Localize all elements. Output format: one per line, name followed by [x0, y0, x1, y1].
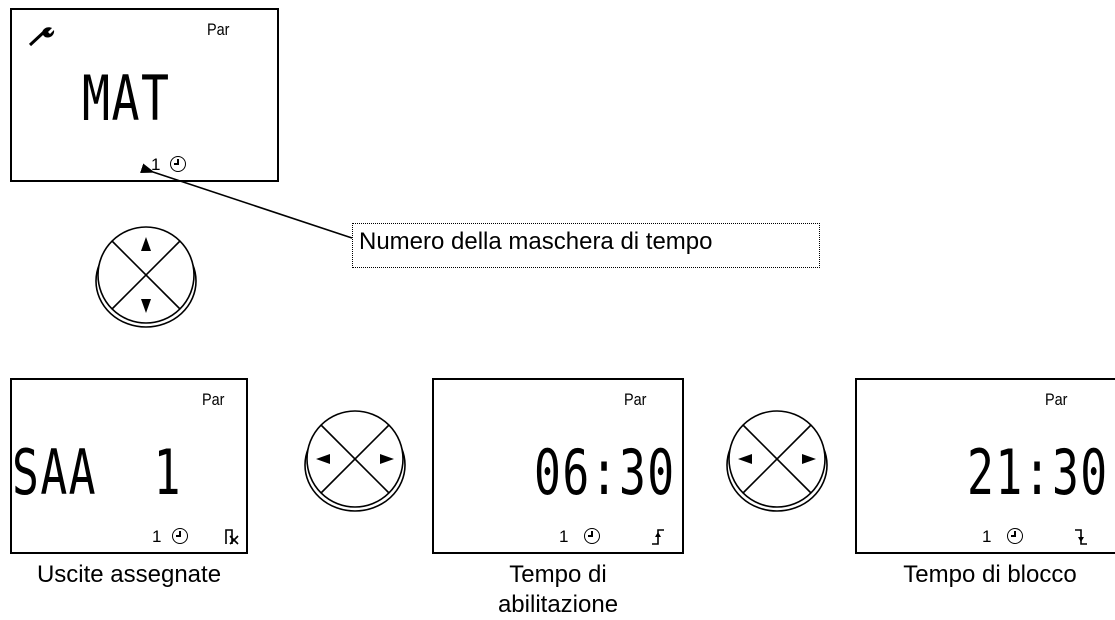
par-label: Par — [202, 390, 225, 409]
clock-icon — [1007, 528, 1023, 544]
left-arrow-icon — [738, 454, 752, 464]
mask-number-callout: Numero della maschera di tempo — [352, 223, 820, 268]
clock-icon — [172, 528, 188, 544]
mask-number: 1 — [152, 527, 162, 546]
block-time-caption: Tempo di blocco — [903, 561, 1077, 588]
block-time-display: Par 21:30 1 — [855, 378, 1115, 554]
callout-arrow — [140, 163, 353, 239]
segment-readout: MAT — [82, 62, 171, 135]
clock-icon — [170, 156, 186, 172]
right-arrow-icon — [380, 454, 394, 464]
down-arrow-icon — [141, 299, 151, 313]
assigned-outputs-caption: Uscite assegnate — [36, 561, 222, 588]
right-arrow-icon — [802, 454, 816, 464]
wrench-icon — [28, 27, 55, 47]
segment-readout: 21:30 — [967, 436, 1109, 509]
mask-number: 1 — [982, 527, 992, 546]
par-label: Par — [1045, 390, 1068, 409]
par-label: Par — [207, 20, 230, 39]
rising-edge-icon — [652, 529, 664, 545]
mask-number: 1 — [559, 527, 569, 546]
left-right-nav-pad[interactable] — [722, 407, 832, 515]
top-lcd-display: Par MAT 1 — [10, 8, 279, 182]
left-right-nav-pad[interactable] — [300, 407, 410, 515]
enable-time-caption: Tempo di abilitazione — [497, 561, 619, 618]
up-arrow-icon — [141, 237, 151, 251]
left-arrow-icon — [316, 454, 330, 464]
assigned-outputs-icon — [225, 529, 239, 545]
falling-edge-icon — [1075, 529, 1087, 545]
par-label: Par — [624, 390, 647, 409]
enable-time-display: Par 06:30 1 — [432, 378, 684, 554]
up-down-nav-pad[interactable] — [91, 223, 201, 331]
mask-number: 1 — [151, 155, 161, 174]
assigned-outputs-display: Par SAA 1 1 — [10, 378, 248, 554]
segment-readout: 06:30 — [534, 436, 676, 509]
clock-icon — [584, 528, 600, 544]
segment-readout: SAA 1 — [12, 436, 182, 509]
